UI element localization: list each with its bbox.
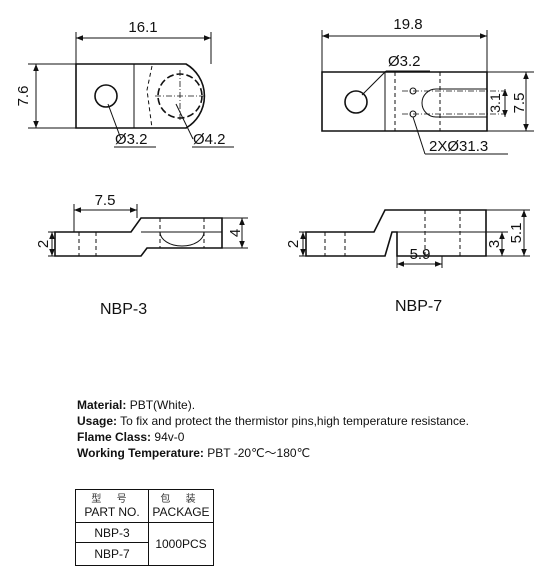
temperature-value: PBT -20℃～180℃ — [207, 446, 311, 460]
nbp3-top-view: 16.1 7.6 Ø3.2 Ø4.2 — [15, 19, 234, 148]
usage-label: Usage: — [77, 414, 118, 428]
flame-value: 94v-0 — [154, 430, 185, 444]
nbp3-caption: NBP-3 — [100, 301, 147, 318]
package-header-en: PACKAGE — [152, 504, 210, 519]
flame-label: Flame Class: — [77, 430, 152, 444]
table-row: NBP-3 1000PCS — [75, 522, 214, 566]
usage-row: Usage: To fix and protect the thermistor… — [77, 413, 469, 429]
part-cell: NBP-7 — [75, 542, 149, 566]
nbp3-offset-dim: 7.5 — [95, 192, 116, 209]
nbp7-pin-holes-dim: 2XØ31.3 — [429, 138, 488, 155]
nbp7-inner-height-dim: 3 — [486, 240, 503, 248]
nbp3-large-hole-dim: Ø4.2 — [193, 131, 226, 148]
material-label: Material: — [77, 398, 127, 412]
specifications: Material: PBT(White). Usage: To fix and … — [77, 397, 469, 461]
material-value: PBT(White). — [129, 398, 196, 412]
nbp7-length-dim: 19.8 — [393, 16, 422, 33]
package-table: 型 号 PART NO. 包 装 PACKAGE NBP-3 1000PCS N… — [75, 489, 214, 566]
nbp3-thickness-dim: 2 — [35, 240, 52, 248]
nbp7-step-width-dim: 5.9 — [410, 246, 431, 263]
nbp7-slot-width-dim: 3.1 — [487, 93, 503, 113]
nbp3-width-dim: 7.6 — [15, 86, 32, 107]
package-header: 包 装 PACKAGE — [148, 489, 214, 523]
nbp7-hole-dim: Ø3.2 — [388, 53, 421, 70]
usage-value: To fix and protect the thermistor pins,h… — [120, 414, 469, 428]
nbp7-top-view: 19.8 7.5 3.1 Ø3.2 2XØ31.3 — [321, 16, 534, 155]
table-header-row: 型 号 PART NO. 包 装 PACKAGE — [75, 489, 214, 523]
part-no-header-cn: 型 号 — [91, 493, 133, 505]
table-row: NBP-7 — [75, 542, 214, 566]
package-header-cn: 包 装 — [160, 493, 202, 505]
temperature-row: Working Temperature: PBT -20℃～180℃ — [77, 445, 469, 461]
nbp3-length-dim: 16.1 — [128, 19, 157, 36]
nbp7-caption: NBP-7 — [395, 298, 442, 315]
part-cell: NBP-3 — [75, 522, 149, 543]
nbp7-thickness-dim: 2 — [285, 240, 302, 248]
nbp3-small-hole-dim: Ø3.2 — [115, 131, 148, 148]
material-row: Material: PBT(White). — [77, 397, 469, 413]
part-no-header: 型 号 PART NO. — [75, 489, 149, 523]
nbp7-side-view: 2 5.9 3 5.1 — [285, 209, 530, 268]
nbp3-side-view: 7.5 2 4 — [35, 192, 248, 257]
nbp7-width-dim: 7.5 — [511, 93, 528, 114]
part-no-header-en: PART NO. — [84, 504, 140, 519]
flame-row: Flame Class: 94v-0 — [77, 429, 469, 445]
package-cell: 1000PCS — [148, 522, 214, 566]
nbp7-outer-height-dim: 5.1 — [508, 223, 525, 244]
nbp3-height-dim: 4 — [227, 229, 244, 237]
temperature-label: Working Temperature: — [77, 446, 204, 460]
